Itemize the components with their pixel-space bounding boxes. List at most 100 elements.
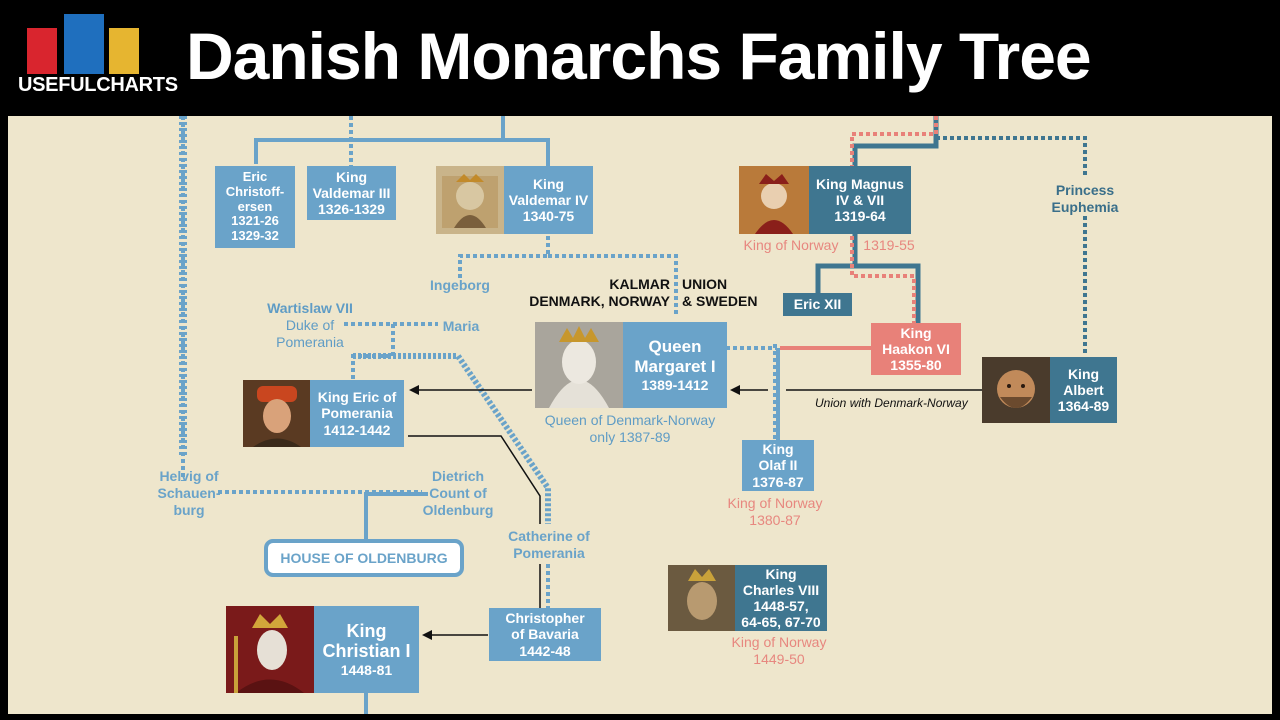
line-top-branch — [254, 138, 550, 166]
valdemar4-line: Valdemar IV — [508, 191, 589, 208]
valdemar3-line: Valdemar III — [312, 184, 391, 201]
charles-portrait — [668, 565, 735, 631]
christopher-line: Christopher — [505, 610, 585, 627]
line-pink-magnus — [850, 236, 916, 324]
magnus-portrait — [739, 166, 809, 234]
valdemar4-portrait — [436, 166, 504, 234]
logo-text: USEFULCHARTS — [18, 74, 178, 96]
charles-note-line: 1449-50 — [753, 650, 805, 667]
helvig-line: Schauen- — [157, 484, 221, 501]
eric-line: Eric — [242, 168, 268, 184]
charles-line: King — [765, 565, 797, 582]
box-eric-christoffersen[interactable]: Eric Christoff- ersen 1321-26 1329-32 — [215, 166, 295, 248]
charles-line: Charles VIII — [742, 581, 820, 598]
olaf-line: 1376-87 — [752, 473, 804, 490]
box-valdemar-iii[interactable]: King Valdemar III 1326-1329 — [307, 166, 396, 220]
box-valdemar-iv[interactable]: King Valdemar IV 1340-75 — [504, 166, 593, 234]
box-christian-i[interactable]: King Christian I 1448-81 — [314, 606, 419, 693]
margaret-note-line: Queen of Denmark-Norway — [544, 412, 716, 428]
olaf-line: Olaf II — [758, 457, 798, 474]
valdemar4-line: 1340-75 — [522, 208, 575, 225]
charles-line: 1448-57, — [753, 598, 809, 614]
magnus-line: King Magnus — [816, 175, 904, 192]
albert-line: Albert — [1063, 381, 1104, 398]
haakon-line: 1355-80 — [890, 357, 942, 374]
line-diag-catherine — [353, 353, 551, 524]
label-dietrich: Dietrich Count of Oldenburg — [416, 468, 500, 518]
margaret-note-line: only 1387-89 — [589, 428, 671, 445]
wartislaw-line: Pomerania — [276, 333, 344, 350]
label-maria: Maria — [442, 318, 480, 334]
box-margaret-i[interactable]: Queen Margaret I 1389-1412 — [623, 322, 727, 408]
eric-line: Christoff- — [225, 183, 285, 199]
box-eric-xii[interactable]: Eric XII — [783, 293, 852, 316]
olaf-line: King — [762, 441, 794, 458]
dietrich-line: Dietrich — [431, 468, 485, 484]
christian-portrait — [226, 606, 314, 693]
kalmar-line: DENMARK, NORWAY — [529, 292, 670, 309]
label-catherine: Catherine of Pomerania — [496, 528, 602, 562]
eric-line: 1321-26 — [231, 213, 279, 229]
valdemar3-line: 1326-1329 — [318, 201, 385, 218]
eric-line: 1329-32 — [231, 228, 279, 244]
box-magnus[interactable]: King Magnus IV & VII 1319-64 — [809, 166, 911, 234]
line-valdemar4-down — [458, 236, 550, 281]
magnus-line: IV & VII — [835, 191, 885, 208]
box-charles-viii[interactable]: King Charles VIII 1448-57, 64-65, 67-70 — [735, 565, 827, 631]
charles-note-line: King of Norway — [731, 634, 827, 650]
catherine-line: Pomerania — [513, 544, 585, 561]
ericxii-line: Eric XII — [793, 296, 842, 313]
box-olaf-ii[interactable]: King Olaf II 1376-87 — [742, 440, 814, 491]
label-kalmar-right: UNION & SWEDEN — [682, 276, 772, 310]
helvig-line: Helvig of — [159, 468, 219, 484]
margaret-line: Queen — [648, 337, 702, 357]
euphemia-line: Euphemia — [1051, 198, 1119, 215]
header-bar: USEFULCHARTS Danish Monarchs Family Tree — [0, 0, 1280, 116]
christopher-line: of Bavaria — [511, 626, 579, 643]
label-helvig: Helvig of Schauen- burg — [148, 468, 230, 518]
line-eric-christopher — [408, 435, 541, 524]
line-magnus-children — [815, 233, 921, 324]
valdemar4-line: King — [532, 175, 565, 192]
line-euphemia-branch — [936, 136, 1087, 178]
eric-line: ersen — [237, 198, 273, 214]
margaret-portrait — [535, 322, 623, 408]
wartislaw-line: Duke of — [285, 316, 335, 333]
label-olaf-note: King of Norway 1380-87 — [720, 495, 830, 529]
label-ingeborg: Ingeborg — [430, 277, 490, 293]
family-tree-canvas: Eric Christoff- ersen 1321-26 1329-32 Ki… — [8, 116, 1272, 714]
box-christopher-of-bavaria[interactable]: Christopher of Bavaria 1442-48 — [489, 608, 601, 661]
label-charles-note: King of Norway 1449-50 — [724, 634, 834, 668]
eric-pom-line: King Eric of — [317, 389, 397, 406]
christopher-line: 1442-48 — [519, 642, 571, 659]
euphemia-line: Princess — [1055, 182, 1115, 198]
logo-bar-yellow — [109, 28, 139, 74]
eric-pom-line: 1412-1442 — [323, 421, 391, 438]
box-albert[interactable]: King Albert 1364-89 — [1050, 357, 1117, 423]
box-eric-of-pomerania[interactable]: King Eric of Pomerania 1412-1442 — [310, 380, 404, 447]
charles-line: 64-65, 67-70 — [741, 614, 821, 631]
box-haakon-vi[interactable]: King Haakon VI 1355-80 — [871, 323, 961, 375]
dietrich-line: Oldenburg — [422, 501, 494, 518]
label-magnus-norway: King of Norway — [743, 237, 839, 253]
kalmar-line: UNION — [682, 276, 728, 292]
olaf-note-line: 1380-87 — [749, 511, 801, 528]
margaret-line f14: 1389-1412 — [641, 376, 709, 393]
logo-bar-blue — [64, 14, 104, 74]
line-ingeborg-right — [548, 254, 678, 316]
olaf-note-line: King of Norway — [727, 495, 823, 511]
house-of-oldenburg-badge: HOUSE OF OLDENBURG — [264, 539, 464, 577]
usefulcharts-logo — [27, 14, 139, 74]
christian-line: 1448-81 — [340, 662, 393, 679]
wartislaw-line: Wartislaw VII — [267, 300, 353, 316]
eric-pom-line: Pomerania — [321, 405, 393, 422]
label-magnus-norway-years: 1319-55 — [863, 237, 915, 253]
kalmar-line: & SWEDEN — [682, 292, 758, 309]
line-pink-top — [850, 116, 938, 166]
eric-pomerania-portrait — [243, 380, 310, 447]
albert-line: King — [1067, 365, 1100, 382]
magnus-line: 1319-64 — [834, 208, 886, 225]
page-title: Danish Monarchs Family Tree — [186, 19, 1092, 93]
label-kalmar-left: KALMAR DENMARK, NORWAY — [516, 276, 670, 310]
albert-portrait — [982, 357, 1050, 423]
